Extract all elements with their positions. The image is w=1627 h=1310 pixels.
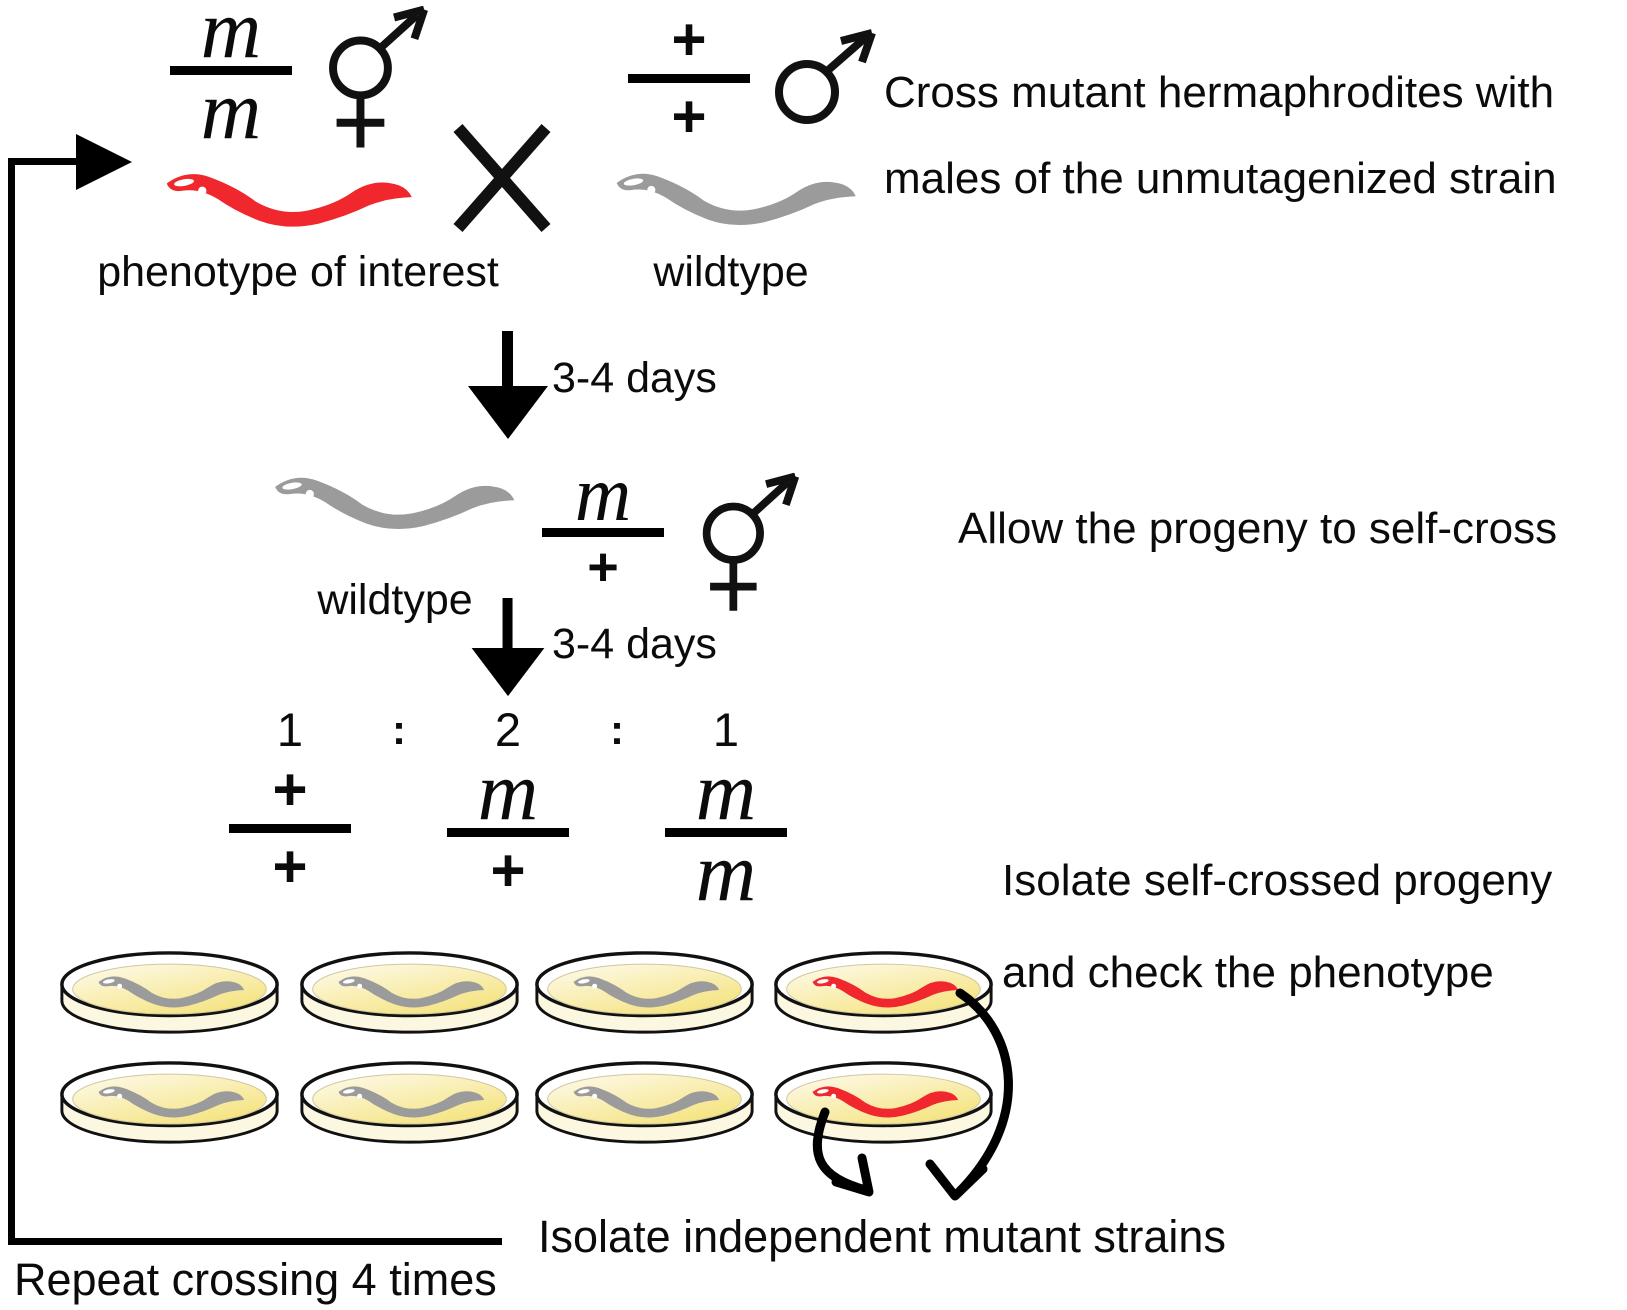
progeny-genotype-fraction-3: m m [661,744,791,919]
male-genotype-bottom: + [671,83,707,150]
male-genotype-top: + [671,6,707,73]
fraction-bar [229,824,351,833]
phenotype-of-interest-label: phenotype of interest [97,248,499,296]
fraction-bar [628,74,750,83]
ratio-2: 2 [494,703,522,756]
genotype-bottom: m [695,825,757,919]
fraction-bar [542,528,664,537]
progeny-genotype-fraction-1: + + [225,756,355,900]
herm-genotype-fraction: m m [166,0,296,157]
herm-genotype-bottom: m [200,63,262,157]
step1-annotation-line2: males of the unmutagenized strain [884,154,1557,203]
petri-dish-gray-worm [297,1050,522,1158]
loop-arrow-bottom-line [8,1238,502,1245]
mutant-worm-icon [166,174,412,227]
petri-dish-gray-worm [532,1050,757,1158]
genotype-top: m [477,744,539,838]
genotype-top: m [695,744,757,838]
fraction-bar [170,66,292,75]
wildtype-worm-icon [616,173,856,225]
genotype-bottom: + [272,833,308,900]
genotype-top: + [272,756,308,823]
ratio-colon: : [392,706,406,753]
down-arrow-icon [462,330,554,442]
cross-x-icon [453,124,551,232]
isolate-strains-label: Isolate independent mutant strains [538,1211,1226,1262]
ratio-1: 1 [276,703,304,756]
step3-annotation-line2: and check the phenotype [1002,948,1494,997]
male-genotype-fraction: + + [624,6,754,150]
fraction-bar [447,828,569,837]
genotype-bottom: + [490,837,526,904]
f1-wildtype-worm-icon [275,477,515,529]
petri-dish-gray-worm [57,940,282,1048]
hermaphrodite-symbol-icon [318,0,433,158]
fraction-bar [665,828,787,837]
f1-genotype-bottom: + [587,537,619,598]
petri-dish-gray-worm [297,940,522,1048]
loop-arrowhead-icon [76,134,132,190]
loop-arrow-vertical-line [8,158,15,1245]
days-label-2: 3-4 days [552,620,717,668]
loop-arrow-top-line [8,158,78,165]
petri-dish-gray-worm [57,1050,282,1158]
step1-annotation-line1: Cross mutant hermaphrodites with [884,68,1555,117]
step2-annotation: Allow the progeny to self-cross [958,504,1558,553]
progeny-genotype-fraction-2: m + [443,744,573,904]
days-label-1: 3-4 days [552,354,717,402]
f1-genotype-top: m [574,450,632,538]
curved-arrow-icons [812,988,1013,1201]
ratio-colon: : [610,706,624,753]
f1-genotype-fraction: m + [538,450,668,598]
down-arrow-icon [462,598,554,698]
repeat-crossing-label: Repeat crossing 4 times [14,1254,497,1305]
wildtype-label-f1: wildtype [317,576,473,624]
male-symbol-icon [775,28,883,128]
herm-genotype-top: m [200,0,262,76]
f1-hermaphrodite-symbol-icon [692,466,804,622]
petri-dish-gray-worm [532,940,757,1048]
ratio-3: 1 [712,703,740,756]
wildtype-label-parental: wildtype [653,248,809,296]
step3-annotation-line1: Isolate self-crossed progeny [1002,856,1553,905]
